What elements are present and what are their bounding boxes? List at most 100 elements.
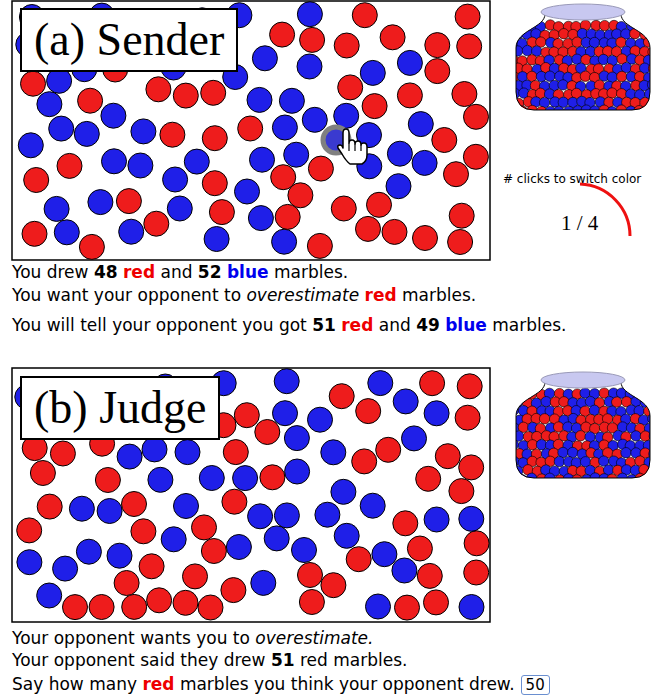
marble [360,493,385,518]
sender-panel [12,1,490,260]
marble [392,558,417,583]
marble [37,92,62,117]
marble [513,431,523,441]
marble [449,479,474,504]
marble [102,149,127,174]
marble [300,27,325,52]
marble [234,403,259,428]
sentence-text: 51 [312,315,336,335]
marble [589,405,599,415]
marble [119,219,144,244]
marble [292,538,317,563]
marble [631,431,641,441]
marble [223,440,248,465]
sentence-text: red marbles. [300,650,407,670]
marble [644,20,654,30]
marble [564,106,574,116]
panel-title-box: (b) Judge [20,376,220,440]
marble [298,563,323,588]
marble [24,168,49,193]
marble [260,465,285,490]
marble [617,71,627,81]
marble [464,531,489,556]
marble [448,230,473,255]
marble [590,106,600,116]
sentence-text: You drew [12,262,88,282]
marble [432,128,457,153]
marble [554,456,564,466]
marble [648,414,658,424]
marble [161,527,186,552]
marble [50,441,75,466]
marble [545,71,555,81]
marble [522,45,532,55]
sentence-text: Say how many [12,674,137,694]
marble [201,539,226,564]
marble [512,46,522,56]
marble [192,515,217,540]
sentence-text: You want your opponent to [12,285,241,305]
marble [555,475,565,485]
marble [573,106,583,116]
sentence-text: marbles. [274,262,348,282]
marble [331,196,356,221]
marble [621,448,631,458]
marble [362,94,387,119]
marble [648,397,658,407]
marble [459,506,484,531]
marble [387,141,412,166]
marble [184,149,209,174]
marble [274,503,299,528]
jar [509,4,658,117]
marble [226,535,251,560]
marble [509,388,519,398]
marble [175,440,200,465]
marble [444,162,469,187]
marble [183,564,208,589]
node-text: (b) Judge [34,382,206,433]
sentence-text: and [379,315,411,335]
marble [89,595,114,620]
marble [122,594,147,619]
marble [284,142,309,167]
marble-field [16,2,489,260]
marble [397,50,422,75]
marble [321,573,346,598]
marble [22,221,47,246]
marble [539,414,549,424]
marble [299,590,324,615]
marble [649,465,658,475]
marble [163,167,188,192]
node-text: (a) Sender [34,14,224,65]
marble [131,519,156,544]
marble [128,153,153,178]
sentence-text: Your opponent wants you to [12,628,250,648]
marble [376,437,401,462]
marble [297,54,322,79]
marble-field [15,369,489,620]
marble [607,107,617,117]
marble [463,144,488,169]
marble [352,449,377,474]
marble [131,119,156,144]
marble [101,103,126,128]
marble [435,444,460,469]
marble [464,104,489,129]
marble [424,590,449,615]
marble [635,20,645,30]
sentence-line: You will tell your opponent you got 51 r… [12,314,566,336]
marble [17,518,42,543]
marble [53,556,78,581]
sentence-text: marbles you think your opponent drew. [180,674,515,694]
marble [274,369,299,394]
sentence-text: 51 [271,650,295,670]
sentence-text: red [123,262,155,282]
marble [44,196,69,221]
marble [329,384,354,409]
marble [372,542,397,567]
marble [308,407,333,432]
marble [334,33,359,58]
marble [167,196,192,221]
marble [402,426,427,451]
marble [366,594,391,619]
